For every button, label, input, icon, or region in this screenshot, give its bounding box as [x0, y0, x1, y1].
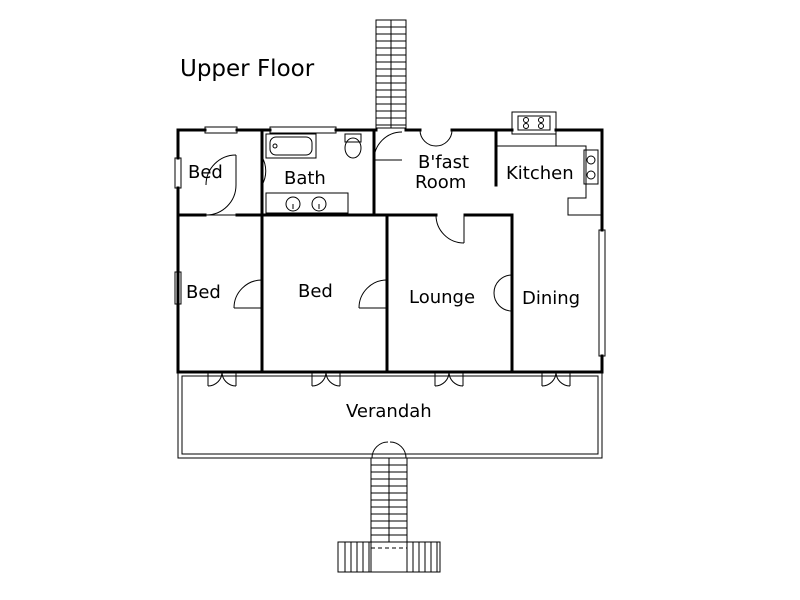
- room-label-lounge: Lounge: [409, 287, 475, 308]
- room-label-bed-3: Bed: [298, 281, 333, 302]
- doors: [205, 129, 571, 387]
- room-label-bfast-line1: B'fast: [418, 152, 469, 173]
- floor-plan-title: Upper Floor: [180, 56, 315, 82]
- room-label-bath: Bath: [284, 168, 326, 189]
- room-label-bed-2: Bed: [186, 282, 221, 303]
- bath-fixtures: [265, 133, 362, 214]
- room-label-verandah: Verandah: [346, 401, 432, 422]
- room-label-dining: Dining: [522, 288, 580, 309]
- front-staircase: [337, 441, 441, 573]
- rear-staircase: [375, 19, 407, 129]
- top-windows: [204, 126, 337, 134]
- kitchen-fixtures: [496, 111, 602, 216]
- room-label-bed-1: Bed: [188, 162, 223, 183]
- interior-walls: [176, 128, 514, 374]
- room-label-bfast-line2: Room: [415, 172, 466, 193]
- room-label-kitchen: Kitchen: [506, 163, 574, 184]
